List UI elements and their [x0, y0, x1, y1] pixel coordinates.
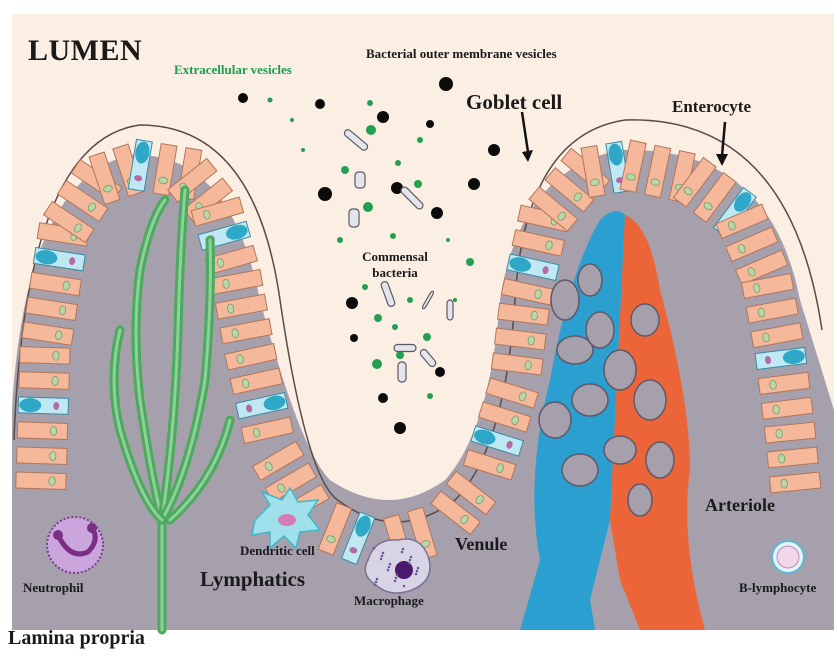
lymphatics-label: Lymphatics — [200, 567, 305, 592]
b-lymphocyte-label: B-lymphocyte — [739, 580, 816, 596]
extracellular-vesicle — [453, 298, 457, 302]
bacterial-omv — [468, 178, 480, 190]
bacterial-omv — [439, 77, 453, 91]
capillary-gap — [578, 264, 602, 296]
extracellular-vesicle — [301, 148, 305, 152]
extracellular-vesicle — [374, 314, 382, 322]
extracellular-vesicle — [341, 166, 349, 174]
extracellular-vesicle — [366, 125, 376, 135]
commensal-bacterium — [447, 300, 453, 320]
commensal-bacterium — [349, 209, 359, 227]
commensal-bacteria-label: Commensal bacteria — [355, 249, 435, 281]
bacterial-omv — [315, 99, 325, 109]
bacterial-omv — [318, 187, 332, 201]
extracellular-vesicle — [367, 100, 373, 106]
neutrophil-cell — [47, 517, 103, 573]
arteriole-label: Arteriole — [705, 495, 775, 516]
capillary-gap — [562, 454, 598, 486]
extracellular-vesicle — [423, 333, 431, 341]
extracellular-vesicle — [427, 393, 433, 399]
bacterial-omv — [394, 422, 406, 434]
extracellular-vesicle — [392, 324, 398, 330]
extracellular-vesicle — [337, 237, 343, 243]
capillary-gap — [539, 402, 571, 438]
capillary-gap — [631, 304, 659, 336]
extracellular-vesicle — [372, 359, 382, 369]
goblet-cell — [18, 397, 68, 415]
extracellular-vesicle — [414, 180, 422, 188]
lamina-propria-label: Lamina propria — [8, 627, 145, 650]
enterocyte-cell — [20, 347, 70, 365]
commensal-bacterium — [398, 362, 406, 382]
bacterial-omv-label: Bacterial outer membrane vesicles — [366, 46, 557, 62]
enterocyte-cell — [16, 472, 66, 490]
capillary-gap — [646, 442, 674, 478]
commensal-bacterium — [355, 172, 365, 188]
extracellular-vesicle — [407, 297, 413, 303]
extracellular-vesicles-label: Extracellular vesicles — [174, 62, 292, 78]
bacterial-omv — [377, 111, 389, 123]
enterocyte-cell — [17, 447, 67, 465]
capillary-gap — [628, 484, 652, 516]
extracellular-vesicle — [446, 238, 450, 242]
macrophage-label: Macrophage — [354, 593, 424, 609]
bacterial-omv — [346, 297, 358, 309]
dendritic-cell-label: Dendritic cell — [240, 543, 315, 559]
macrophage-cell — [365, 539, 430, 593]
extracellular-vesicle — [395, 160, 401, 166]
enterocyte-cell — [19, 372, 69, 390]
enterocyte-cell — [17, 422, 67, 440]
capillary-gap — [604, 350, 636, 390]
capillary-gap — [586, 312, 614, 348]
bacterial-omv — [488, 144, 500, 156]
bacterial-omv — [431, 207, 443, 219]
extracellular-vesicle — [290, 118, 294, 122]
capillary-gap — [604, 436, 636, 464]
bacterial-omv — [435, 367, 445, 377]
bacterial-omv — [426, 120, 434, 128]
bacterial-omv — [238, 93, 248, 103]
extracellular-vesicle — [466, 258, 474, 266]
commensal-bacterium — [394, 345, 416, 352]
bacterial-omv — [350, 334, 358, 342]
extracellular-vesicle — [390, 233, 396, 239]
extracellular-vesicle — [396, 351, 404, 359]
venule-label: Venule — [455, 534, 507, 555]
lumen-label: LUMEN — [28, 34, 142, 68]
bacterial-omv — [378, 393, 388, 403]
goblet-cell-label: Goblet cell — [466, 90, 562, 115]
capillary-gap — [551, 280, 579, 320]
extracellular-vesicle — [362, 284, 368, 290]
extracellular-vesicle — [268, 98, 273, 103]
extracellular-vesicle — [363, 202, 373, 212]
b-lymphocyte-cell — [772, 541, 804, 573]
capillary-gap — [634, 380, 666, 420]
extracellular-vesicle — [417, 137, 423, 143]
neutrophil-label: Neutrophil — [23, 580, 83, 596]
enterocyte-label: Enterocyte — [672, 97, 751, 117]
capillary-gap — [572, 384, 608, 416]
